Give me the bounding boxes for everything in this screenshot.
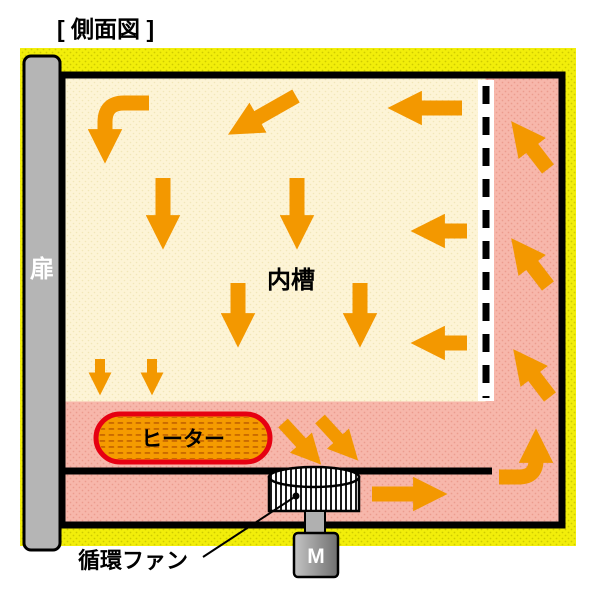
airflow-arrows — [87, 89, 556, 512]
airflow-arrow-bottom-right-elbow — [499, 428, 554, 485]
airflow-arrow-top-left-elbow — [87, 95, 149, 164]
fan-motor: M — [292, 531, 340, 579]
fan-leader-line — [202, 495, 297, 558]
fan-label: 循環ファン — [78, 548, 188, 573]
fan-leader-dot — [292, 492, 300, 500]
airflow-arrow-to-fan — [278, 418, 322, 465]
airflow-arrow-to-fan — [315, 414, 359, 461]
airflow-arrow-up-duct — [511, 238, 554, 291]
inner-chamber-label: 内槽 — [267, 267, 315, 294]
airflow-arrow-top-middle — [228, 89, 300, 135]
door-label: 扉 — [30, 255, 54, 283]
inner-chamber — [65, 78, 486, 402]
heater-label: ヒーター — [141, 428, 225, 451]
airflow-arrow-up-duct — [513, 349, 556, 402]
circulation-fan — [267, 465, 361, 513]
page-title: [ 側面図 ] — [57, 16, 154, 42]
airflow-arrow-up-duct — [511, 121, 554, 174]
motor-label: M — [307, 545, 325, 568]
door-panel — [22, 54, 62, 552]
heater — [93, 411, 273, 465]
